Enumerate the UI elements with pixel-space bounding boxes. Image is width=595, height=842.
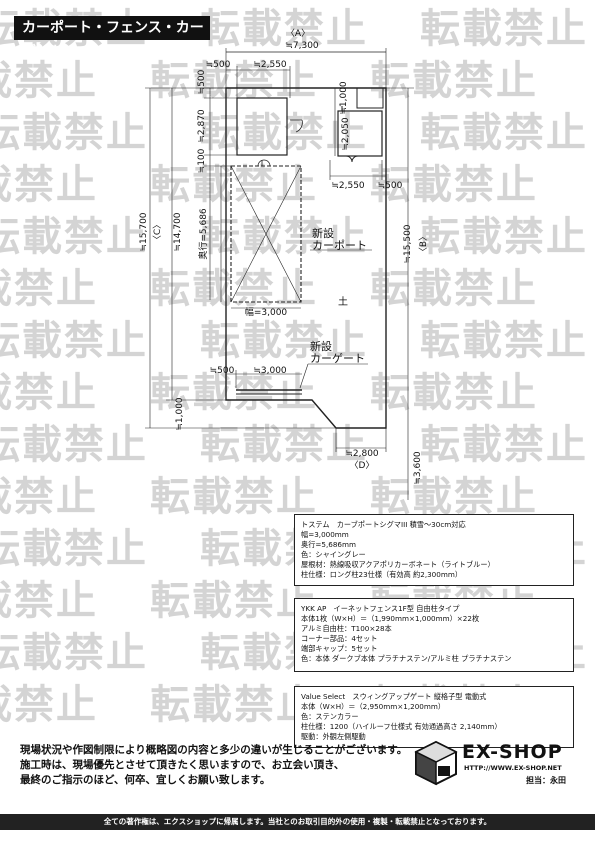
storage-small bbox=[356, 87, 384, 109]
spec-line: 本体1枚（W×H）＝（1,990mm×1,000mm）×22枚 bbox=[301, 614, 480, 623]
spec-line: 奥行=5,686mm bbox=[301, 540, 356, 549]
soil-mark: 土 bbox=[338, 295, 348, 308]
site-notes: 現場状況や作図制限により概略図の内容と多少の違いが生じることがございます。 施工… bbox=[20, 743, 407, 788]
storage-building bbox=[337, 110, 383, 157]
staff-name: 担当：永田 bbox=[526, 776, 566, 785]
note-line: 最終のご指示のほど、何卒、宜しくお願い致します。 bbox=[20, 774, 271, 786]
dim-right-15500: ≒15,500 bbox=[403, 224, 413, 263]
dim-depth: 奥行=5,686 bbox=[197, 208, 209, 260]
shed-door bbox=[290, 119, 303, 133]
spec-carport: トステム カーブポートシグマIII 積雪～30cm対応 幅=3,000mm 奥行… bbox=[294, 514, 574, 586]
carport-outline bbox=[230, 165, 302, 303]
carport-cross bbox=[230, 165, 302, 303]
spec-line: 柱仕様：ロング柱23仕様（有効高 約2,300mm） bbox=[301, 570, 463, 579]
copyright-footer: 全ての著作権は、エクスショップに帰属します。当社とのお取引目的外の使用・複製・転… bbox=[0, 814, 595, 830]
property-boundary bbox=[225, 87, 387, 429]
dim-gate-500: ≒500 bbox=[210, 366, 235, 376]
dim-bottom-2800: ≒2,800 bbox=[345, 449, 379, 459]
spec-line: コーナー部品：4セット bbox=[301, 634, 378, 643]
spec-line: 色：シャイングレー bbox=[301, 550, 366, 559]
dim-left-100: ≒100 bbox=[197, 148, 207, 173]
logo-url: HTTP://WWW.EX-SHOP.NET bbox=[464, 764, 562, 772]
dim-top-500: ≒500 bbox=[206, 60, 231, 70]
spec-line: YKK AP イーネットフェンス1F型 自由柱タイプ bbox=[301, 604, 460, 613]
spec-line: 色：ステンカラー bbox=[301, 712, 359, 721]
gate-new-label: 新設 bbox=[310, 339, 332, 353]
spec-line: 幅=3,000mm bbox=[301, 530, 349, 539]
spec-line: アルミ自由柱：T100×28本 bbox=[301, 624, 392, 633]
spec-line: 柱仕様：1200（ハイルーフ仕様式 有効通過高さ 2,140mm） bbox=[301, 722, 502, 731]
spec-line: 端部キャップ：5セット bbox=[301, 644, 378, 653]
note-line: 現場状況や作図制限により概略図の内容と多少の違いが生じることがございます。 bbox=[20, 744, 408, 756]
carport-name-label: カーポート bbox=[312, 239, 367, 252]
spec-line: 色：本体 ダークブ本体 プラチナステン/アルミ柱 プラチナステン bbox=[301, 654, 512, 663]
spec-gate: Value Select スウィングアップゲート 縦格子型 電動式 本体（W×H… bbox=[294, 686, 574, 748]
dim-width: 幅=3,000 bbox=[245, 306, 288, 318]
dim-gate-3000: ≒3,000 bbox=[253, 366, 287, 376]
dim-left-2870: ≒2,870 bbox=[197, 109, 207, 143]
spec-line: 屋根材：熱線吸収アクアポリカーボネート（ライトブルー） bbox=[301, 560, 495, 569]
logo-name: EX-SHOP bbox=[462, 741, 563, 763]
dim-bottom-3600: ≒3,600 bbox=[413, 451, 423, 485]
marker-a: 〈A〉 bbox=[286, 28, 310, 39]
marker-c: 〈C〉 bbox=[152, 220, 163, 244]
dim-left-1000: ≒1,000 bbox=[175, 397, 185, 431]
marker-b: 〈B〉 bbox=[418, 232, 429, 256]
storage-shed bbox=[236, 97, 288, 156]
spec-line: 本体（W×H）＝（2,950mm×1,200mm） bbox=[301, 702, 446, 711]
spec-line: トステム カーブポートシグマIII 積雪～30cm対応 bbox=[301, 520, 466, 529]
exshop-logo-icon bbox=[414, 740, 458, 786]
dim-right-2050: ≒2,050 bbox=[341, 117, 351, 151]
marker-d: 〈D〉 bbox=[350, 460, 375, 471]
gate-name-label: カーゲート bbox=[310, 352, 365, 365]
dim-left-500: ≒500 bbox=[197, 69, 207, 94]
dim-top-2550: ≒2,550 bbox=[253, 60, 287, 70]
spec-line: 駆動：外観左側駆動 bbox=[301, 732, 366, 741]
dim-left-15700: ≒15,700 bbox=[139, 212, 149, 251]
spec-line: Value Select スウィングアップゲート 縦格子型 電動式 bbox=[301, 692, 487, 701]
dim-right-500: ≒500 bbox=[378, 181, 403, 191]
dim-top-total: ≒7,300 bbox=[285, 41, 319, 51]
spec-fence: YKK AP イーネットフェンス1F型 自由柱タイプ 本体1枚（W×H）＝（1,… bbox=[294, 598, 574, 672]
page-title: カーポート・フェンス・カーゲート bbox=[14, 16, 210, 60]
carport-door bbox=[257, 159, 271, 167]
building-door bbox=[341, 106, 359, 163]
carport-new-label: 新設 bbox=[312, 226, 334, 240]
dim-right-1000: ≒1,000 bbox=[339, 81, 349, 115]
dim-left-14700: ≒14,700 bbox=[173, 212, 183, 251]
dim-right-2550: ≒2,550 bbox=[331, 181, 365, 191]
note-line: 施工時は、現場優先とさせて頂きたく思いますので、お立会い頂き、 bbox=[20, 759, 345, 771]
